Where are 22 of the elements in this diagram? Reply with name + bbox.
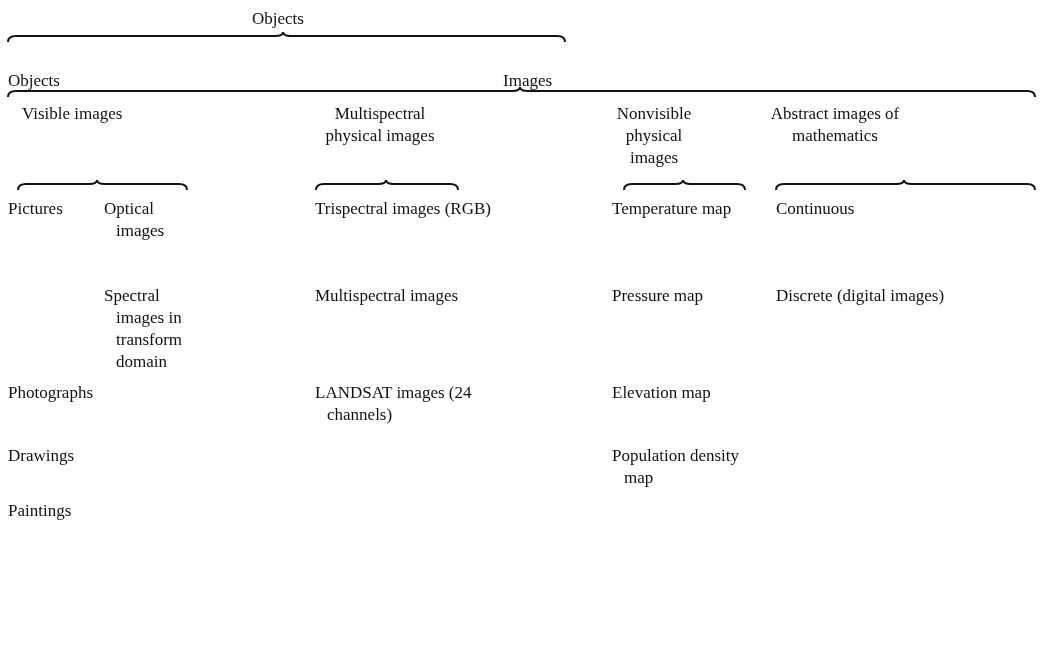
category-label: Trispectral images (RGB)	[315, 198, 492, 220]
category-label: Multispectral images	[315, 285, 460, 307]
category-label: Optical images	[104, 198, 166, 242]
category-label: Paintings	[8, 500, 73, 522]
category-label: Spectral images in transform domain	[104, 285, 184, 373]
category-label: Population density map	[612, 445, 741, 489]
category-label: Continuous	[776, 198, 856, 220]
category-label: Photographs	[8, 382, 94, 404]
category-label: Visible images	[22, 103, 124, 125]
category-label: Pictures	[8, 198, 64, 220]
category-label: Temperature map	[612, 198, 733, 220]
category-label: Drawings	[8, 445, 76, 467]
category-label: LANDSAT images (24 channels)	[315, 382, 473, 426]
category-label: Multispectral physical images	[324, 103, 436, 147]
category-label: Discrete (digital images)	[776, 285, 946, 307]
category-label: Objects	[252, 8, 305, 30]
category-label: Abstract images of mathematics	[769, 103, 901, 147]
category-label: Nonvisible physical images	[615, 103, 693, 169]
category-label: Elevation map	[612, 382, 712, 404]
category-label: Images	[503, 70, 554, 92]
category-label: Pressure map	[612, 285, 705, 307]
category-label: Objects	[8, 70, 61, 92]
